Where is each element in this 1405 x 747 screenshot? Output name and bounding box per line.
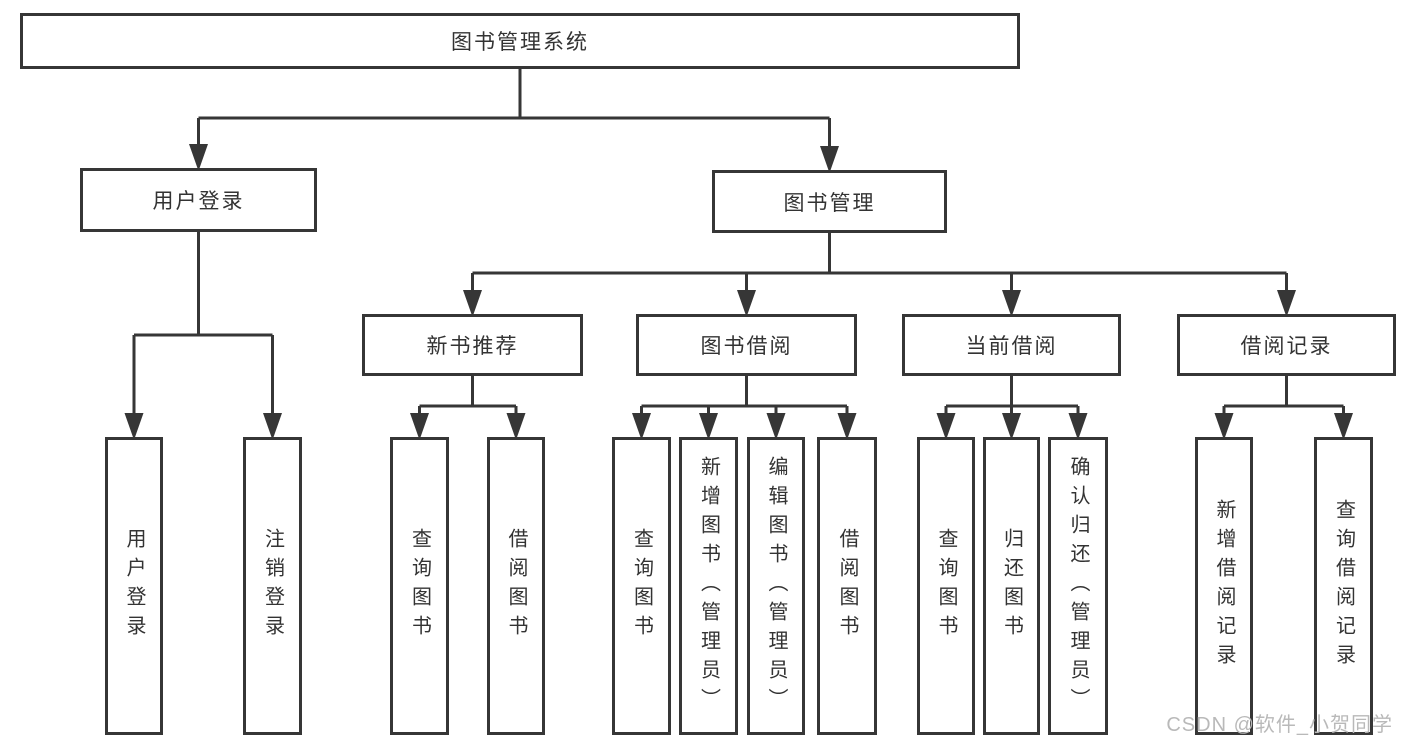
arrow-down-icon bbox=[737, 290, 756, 317]
leaf-query-borrow-record: 查询借阅记录 bbox=[1314, 437, 1373, 735]
node-user-login: 用户登录 bbox=[80, 168, 317, 232]
node-current-borrowing: 当前借阅 bbox=[902, 314, 1121, 376]
leaf-query-books-current: 查询图书 bbox=[917, 437, 975, 735]
leaf-label: 新增图书（管理员） bbox=[697, 455, 720, 717]
connector-user-login-branch bbox=[124, 232, 282, 440]
csdn-watermark: CSDN @软件_小贺同学 bbox=[1166, 714, 1393, 736]
connector-book-borrow-branch bbox=[632, 376, 857, 440]
arrow-down-icon bbox=[699, 413, 718, 440]
node-label: 图书借阅 bbox=[700, 335, 793, 358]
leaf-label: 查询图书 bbox=[630, 528, 653, 644]
leaf-label: 查询图书 bbox=[935, 528, 957, 644]
arrow-down-icon bbox=[1002, 290, 1021, 317]
arrow-down-icon bbox=[1002, 413, 1021, 440]
node-borrowing-records: 借阅记录 bbox=[1177, 314, 1396, 376]
arrow-down-icon bbox=[820, 146, 839, 173]
node-book-borrowing: 图书借阅 bbox=[636, 314, 857, 376]
leaf-user-login: 用户登录 bbox=[105, 437, 163, 735]
leaf-label: 归还图书 bbox=[1000, 528, 1023, 644]
leaf-label: 新增借阅记录 bbox=[1213, 499, 1235, 673]
connector-new-books-branch bbox=[410, 376, 526, 440]
arrow-down-icon bbox=[632, 413, 651, 440]
leaf-return-books: 归还图书 bbox=[983, 437, 1040, 735]
arrow-down-icon bbox=[124, 413, 144, 440]
leaf-label: 用户登录 bbox=[123, 528, 145, 644]
leaf-label: 注销登录 bbox=[261, 528, 284, 644]
node-label: 用户登录 bbox=[152, 190, 245, 213]
node-label: 借阅记录 bbox=[1240, 335, 1333, 358]
node-label: 当前借阅 bbox=[965, 335, 1058, 358]
leaf-borrow-books-borrowing: 借阅图书 bbox=[817, 437, 877, 735]
arrow-down-icon bbox=[1068, 413, 1088, 440]
connector-root-to-level2 bbox=[189, 69, 839, 173]
leaf-label: 借阅图书 bbox=[836, 528, 858, 644]
node-book-management: 图书管理 bbox=[712, 170, 947, 233]
node-label: 新书推荐 bbox=[426, 335, 519, 358]
leaf-add-borrow-record: 新增借阅记录 bbox=[1195, 437, 1253, 735]
leaf-label: 借阅图书 bbox=[505, 528, 527, 644]
leaf-label: 编辑图书（管理员） bbox=[765, 455, 787, 717]
arrow-down-icon bbox=[936, 413, 956, 440]
node-label: 图书管理系统 bbox=[451, 31, 589, 54]
arrow-down-icon bbox=[189, 144, 208, 171]
arrow-down-icon bbox=[1214, 413, 1234, 440]
leaf-add-books-admin: 新增图书（管理员） bbox=[679, 437, 738, 735]
connector-book-mgmt-to-level3 bbox=[463, 233, 1296, 317]
leaf-edit-books-admin: 编辑图书（管理员） bbox=[747, 437, 805, 735]
arrow-down-icon bbox=[1334, 413, 1353, 440]
arrow-down-icon bbox=[410, 413, 429, 440]
arrow-down-icon bbox=[837, 413, 857, 440]
connector-current-borrow-branch bbox=[936, 376, 1088, 440]
arrow-down-icon bbox=[463, 290, 482, 317]
node-root-system: 图书管理系统 bbox=[20, 13, 1020, 69]
leaf-query-books-borrowing: 查询图书 bbox=[612, 437, 671, 735]
arrow-down-icon bbox=[1277, 290, 1296, 317]
leaf-logout: 注销登录 bbox=[243, 437, 302, 735]
leaf-query-books-newbooks: 查询图书 bbox=[390, 437, 449, 735]
arrow-down-icon bbox=[506, 413, 526, 440]
leaf-confirm-return-admin: 确认归还（管理员） bbox=[1048, 437, 1108, 735]
leaf-label: 查询借阅记录 bbox=[1332, 499, 1355, 673]
node-label: 图书管理 bbox=[783, 191, 876, 215]
connector-borrow-records-branch bbox=[1214, 376, 1353, 440]
node-new-book-recommendation: 新书推荐 bbox=[362, 314, 583, 376]
leaf-borrow-books-newbooks: 借阅图书 bbox=[487, 437, 545, 735]
arrow-down-icon bbox=[263, 413, 282, 440]
arrow-down-icon bbox=[766, 413, 786, 440]
leaf-label: 查询图书 bbox=[408, 528, 431, 644]
leaf-label: 确认归还（管理员） bbox=[1067, 455, 1089, 717]
